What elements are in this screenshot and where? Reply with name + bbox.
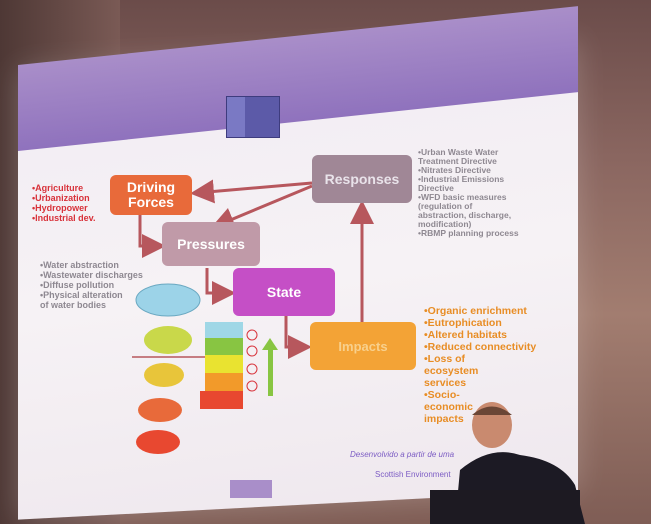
pressures-box: Pressures (162, 222, 260, 266)
arrow-driving-to-pressures (138, 213, 166, 258)
impacts-box: Impacts (310, 322, 416, 370)
impacts-list: •Organic enrichment •Eutrophication •Alt… (424, 305, 537, 425)
state-box: State (233, 268, 335, 316)
arrow-state-to-impacts (284, 316, 312, 359)
footer-source: Scottish Environment (375, 470, 451, 479)
river-map-illustration (135, 283, 201, 317)
driving-forces-box: Driving Forces (110, 175, 192, 215)
arrow-responses-to-pressures (210, 184, 313, 231)
pressures-list: •Water abstraction •Wastewater discharge… (40, 260, 143, 310)
arrow-pressures-to-state (205, 268, 236, 305)
responses-list: •Urban Waste Water Treatment Directive •… (418, 147, 519, 238)
podium (430, 490, 580, 524)
responses-box: Responses (312, 155, 412, 203)
arrow-responses-to-driving (190, 179, 313, 204)
eu-logo-icon (226, 96, 280, 138)
slide-footer-bar (230, 480, 272, 498)
footer-credit: Desenvolvido a partir de uma (350, 450, 455, 459)
driving-forces-list: •Agriculture •Urbanization •Hydropower •… (32, 183, 96, 223)
